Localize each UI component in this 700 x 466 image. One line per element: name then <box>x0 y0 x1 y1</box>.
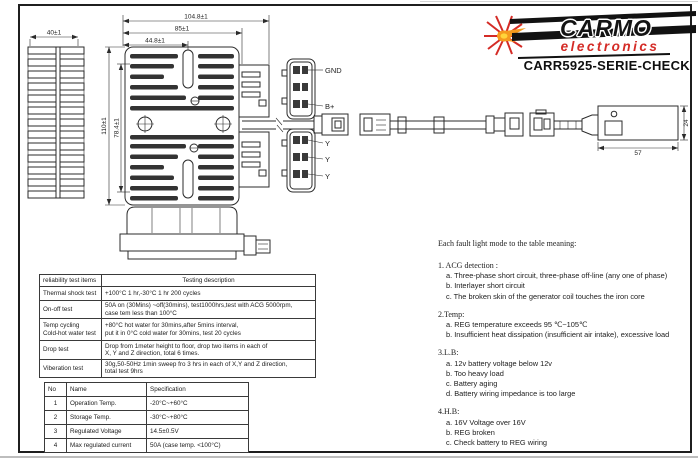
fault-item: c. Check battery to REG wiring <box>446 438 548 448</box>
regulator-side-view <box>119 206 271 260</box>
fault-section-title: 1. ACG detection : <box>438 261 498 270</box>
dim-inner-height: 78.4±1 <box>114 118 121 138</box>
spec-no: 2 <box>44 410 67 425</box>
test-desc: +100°C 1 hr,-30°C 1 hr 200 cycles <box>101 286 316 301</box>
pin-label-y2: Y <box>325 155 330 164</box>
table-row: Thermal shock test +100°C 1 hr,-30°C 1 h… <box>39 286 316 301</box>
fault-item: c. The broken skin of the generator coil… <box>446 291 645 301</box>
fault-item: b. Interlayer short circuit <box>446 281 525 291</box>
spec-name: Operation Temp. <box>66 396 147 411</box>
scan-artifact-bottom <box>0 456 698 458</box>
spec-value: 50A (case temp. <100°C) <box>146 438 249 453</box>
spec-no: 3 <box>44 424 67 439</box>
spec-col-no: No <box>44 382 67 397</box>
test-item: Drop test <box>39 340 102 360</box>
table-row: 3 Regulated Voltage 14.5±0.5V <box>44 424 249 439</box>
fault-section-title: 2.Temp: <box>438 309 465 319</box>
table-row: 1 Operation Temp. -20°C~+60°C <box>44 396 249 411</box>
test-desc: 50A on (30Mins) ~off(30mins), test1000hr… <box>101 300 316 319</box>
dim-tester-height: 24 <box>683 119 690 127</box>
test-item: On-off test <box>39 300 102 319</box>
test-desc: Drop from 1meter height to floor, drop t… <box>101 340 316 360</box>
test-desc: +80°C hot water for 30mins,after 5mins i… <box>101 318 316 341</box>
fault-item: b. Insufficient heat dissipation (insuff… <box>446 330 670 340</box>
spec-name: Storage Temp. <box>66 410 147 425</box>
table-row: 2 Storage Temp. -30°C~+80°C <box>44 410 249 425</box>
table-header-row: reliability test items Testing descripti… <box>39 274 316 287</box>
scan-artifact-top <box>420 1 698 2</box>
regulator-top-view <box>124 46 270 206</box>
dimension-lines: 104.8±1 85±1 44.8±1 40±1 110±1 78.4±1 <box>29 14 270 206</box>
spec-name: Regulated Voltage <box>66 424 147 439</box>
test-item: Temp cycling Cold-hot water test <box>39 318 102 341</box>
fault-section-hb: 4.H.B: a. 16V Voltage over 16V b. REG br… <box>438 407 700 448</box>
spec-no: 4 <box>44 438 67 453</box>
heatsink-side-view <box>27 46 85 199</box>
spec-col-name: Name <box>66 382 147 397</box>
drawing-sheet: 104.8±1 85±1 44.8±1 40±1 110±1 78.4±1 <box>18 4 696 453</box>
pin-label-y3: Y <box>325 172 330 181</box>
fault-item: b. Too heavy load <box>446 368 504 378</box>
check-unit: 57 24 <box>597 105 690 157</box>
table-row: Temp cycling Cold-hot water test +80°C h… <box>39 318 316 341</box>
table-row: Viberation test 30g,50-50Hz 1min sweep f… <box>39 359 316 378</box>
reliability-col-items: reliability test items <box>39 274 102 287</box>
dim-tester-width: 57 <box>634 150 642 157</box>
table-header-row: No Name Specification <box>44 382 249 397</box>
test-item: Viberation test <box>39 359 102 378</box>
brand-subtitle: electronics <box>560 39 660 54</box>
fault-item: b. REG broken <box>446 427 495 437</box>
fault-notes: Each fault light mode to the table meani… <box>438 239 700 456</box>
brand-logo: CARMO electronics <box>460 8 698 60</box>
dim-slot-offset: 44.8±1 <box>145 38 165 45</box>
fault-section-title: 4.H.B: <box>438 407 460 417</box>
wiring-harness <box>242 109 599 137</box>
reliability-col-desc: Testing description <box>101 274 316 287</box>
reliability-table: reliability test items Testing descripti… <box>39 274 316 378</box>
table-row: Drop test Drop from 1meter height to flo… <box>39 340 316 360</box>
specification-table: No Name Specification 1 Operation Temp. … <box>44 382 249 453</box>
pin-label-bplus: B+ <box>325 102 335 111</box>
fault-item: d. Battery wiring impedance is too large <box>446 389 576 399</box>
fault-item: a. 12v battery voltage below 12v <box>446 358 552 368</box>
dim-body-width: 85±1 <box>175 26 190 33</box>
spec-value: 14.5±0.5V <box>146 424 249 439</box>
test-item: Thermal shock test <box>39 286 102 301</box>
table-row: 4 Max regulated current 50A (case temp. … <box>44 438 249 453</box>
test-desc: 30g,50-50Hz 1min sweep fro 3 hrs in each… <box>101 359 316 378</box>
fault-item: c. Battery aging <box>446 379 498 389</box>
document-title: CARR5925-SERIE-CHECK <box>523 58 690 73</box>
fault-section-title: 3.L.B: <box>438 348 459 358</box>
dim-body-height: 110±1 <box>101 117 108 135</box>
fault-section-temp: 2.Temp: a. REG temperature exceeds 95 ℃~… <box>438 310 700 341</box>
fault-section-lb: 3.L.B: a. 12v battery voltage below 12v … <box>438 348 700 399</box>
fault-section-acg: 1. ACG detection : a. Three-phase short … <box>438 261 700 302</box>
pin-label-gnd: GND <box>325 66 342 75</box>
technical-drawing: 104.8±1 85±1 44.8±1 40±1 110±1 78.4±1 <box>27 14 690 260</box>
fault-item: a. 16V Voltage over 16V <box>446 417 526 427</box>
spec-name: Max regulated current <box>66 438 147 453</box>
spec-value: -20°C~+60°C <box>146 396 249 411</box>
dim-fin-width: 40±1 <box>47 30 62 37</box>
spec-col-spec: Specification <box>146 382 249 397</box>
fault-item: a. REG temperature exceeds 95 ℃~105℃ <box>446 320 588 330</box>
connector-pinout-top: GND B+ <box>281 58 342 120</box>
brand-name: CARMO <box>560 15 652 41</box>
connector-pinout-bottom: Y Y Y <box>281 128 330 193</box>
spec-value: -30°C~+80°C <box>146 410 249 425</box>
dim-overall-width: 104.8±1 <box>184 14 208 21</box>
spec-no: 1 <box>44 396 67 411</box>
fault-item: a. Three-phase short circuit, three-phas… <box>446 271 668 281</box>
pin-label-y1: Y <box>325 139 330 148</box>
fault-notes-intro: Each fault light mode to the table meani… <box>438 239 577 248</box>
table-row: On-off test 50A on (30Mins) ~off(30mins)… <box>39 300 316 319</box>
